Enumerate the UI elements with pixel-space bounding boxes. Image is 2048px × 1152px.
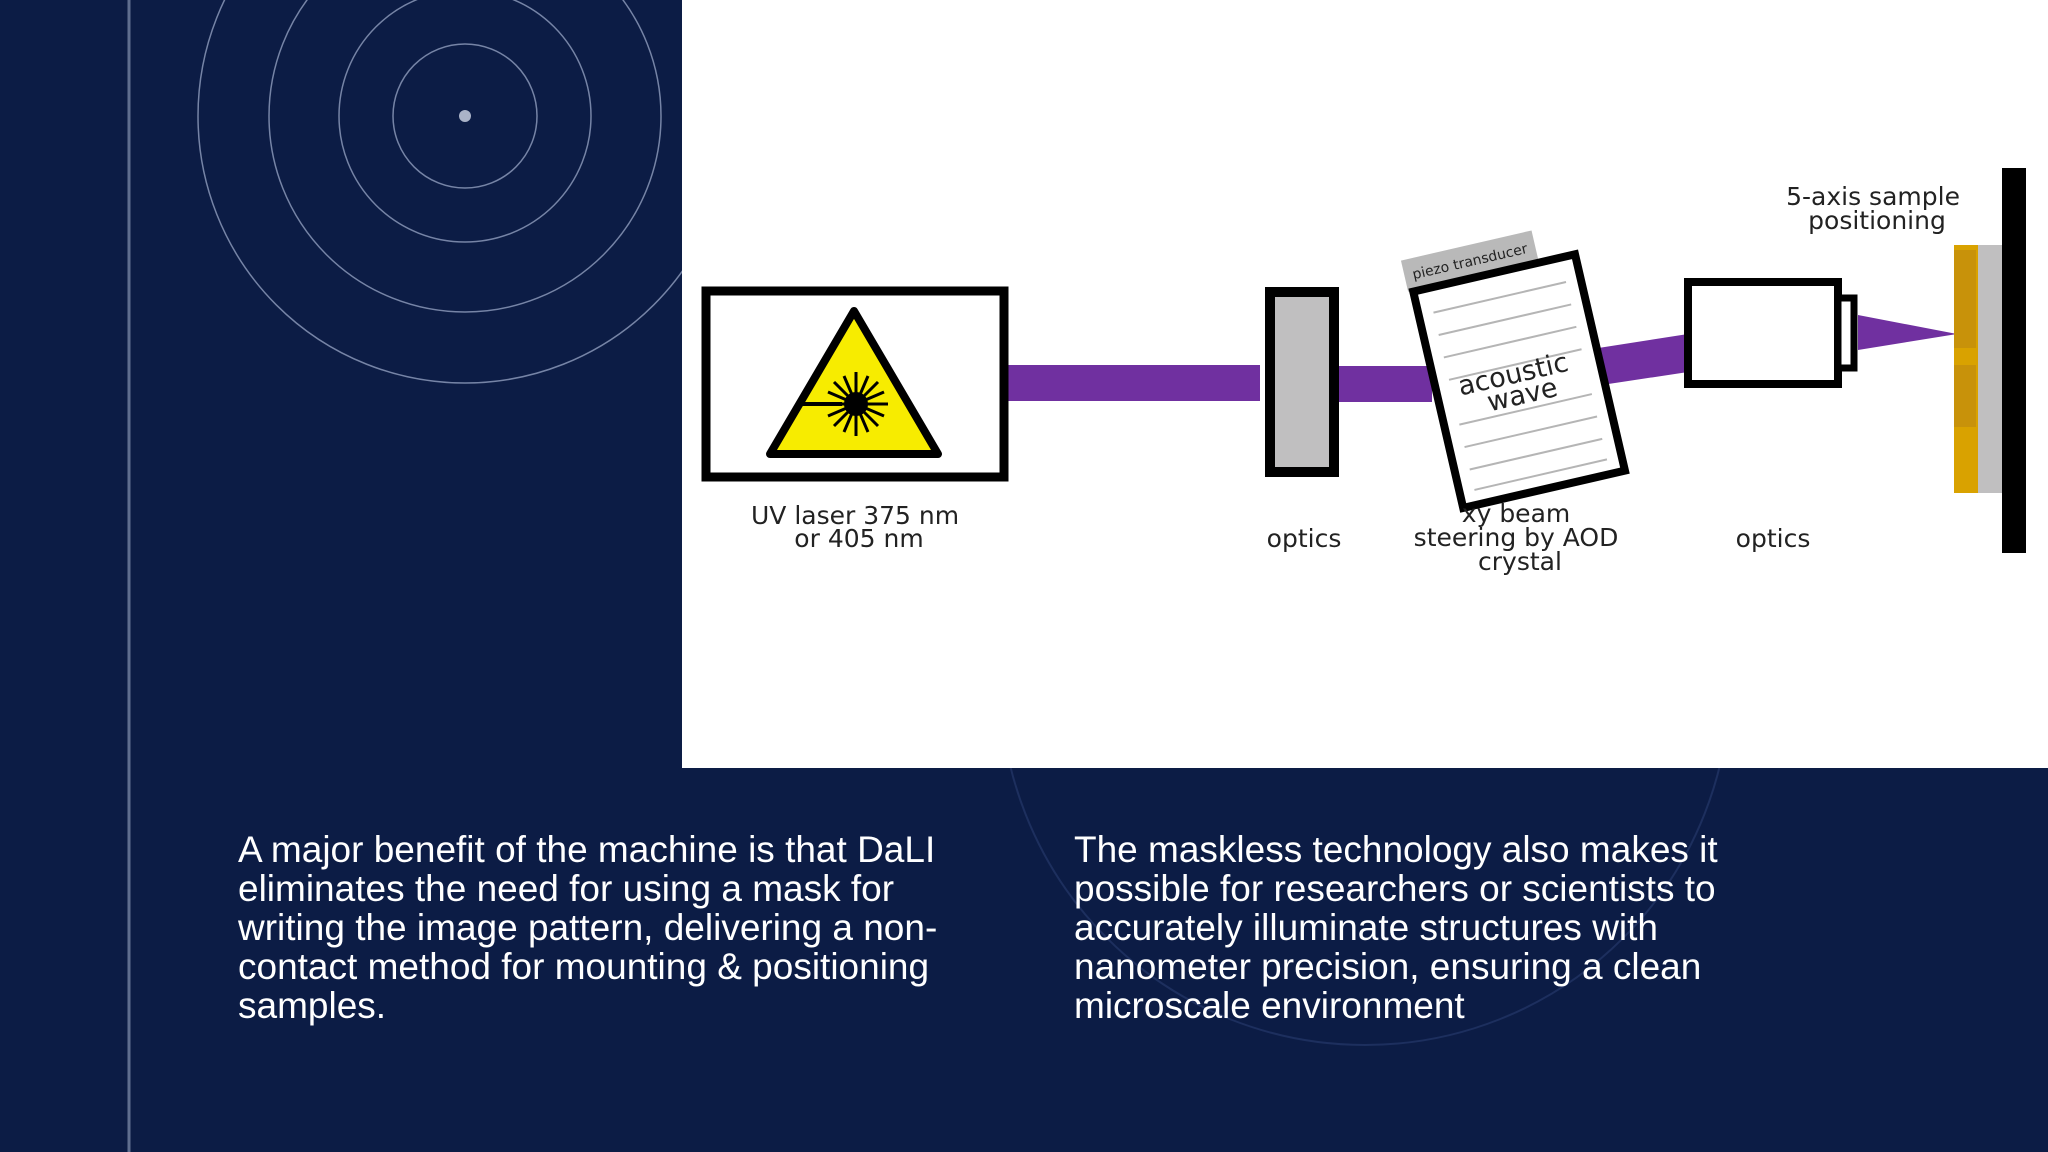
beam-segment-3 — [1592, 334, 1688, 386]
left-paragraph: A major benefit of the machine is that D… — [238, 829, 938, 1026]
sample-label: 5-axis sample positioning — [1786, 182, 1968, 235]
aod-label: xy beam steering by AOD crystal — [1414, 499, 1627, 576]
optics-objective — [1684, 278, 1858, 388]
diagram-panel: UV laser 375 nm or 405 nm optics piezo t… — [682, 0, 2048, 768]
optical-setup-diagram: UV laser 375 nm or 405 nm optics piezo t… — [701, 168, 2026, 576]
uv-laser — [701, 286, 1009, 482]
laser-label: UV laser 375 nm or 405 nm — [751, 501, 967, 553]
beam-focus-cone — [1858, 315, 1957, 350]
acoustic-wave-label: acoustic wave — [1455, 345, 1584, 424]
optics-label-1: optics — [1267, 524, 1342, 553]
right-paragraph: The maskless technology also makes it po… — [1074, 829, 1718, 1026]
circle-center-dot — [459, 110, 471, 122]
beam-segment-2 — [1336, 366, 1432, 402]
concentric-circles — [197, 0, 733, 384]
sample-stage — [1954, 168, 2026, 553]
piezo-transducer — [1400, 230, 1539, 292]
optics-lens-1 — [1265, 287, 1339, 477]
aod-crystal-box — [1408, 249, 1630, 513]
beam-segment-1 — [1006, 365, 1260, 401]
laser-warning-icon — [766, 307, 942, 458]
optics-label-2: optics — [1736, 524, 1811, 553]
aod-crystal: piezo transducer acoustic wave — [1400, 230, 1630, 513]
acoustic-wave-lines — [1433, 281, 1608, 491]
